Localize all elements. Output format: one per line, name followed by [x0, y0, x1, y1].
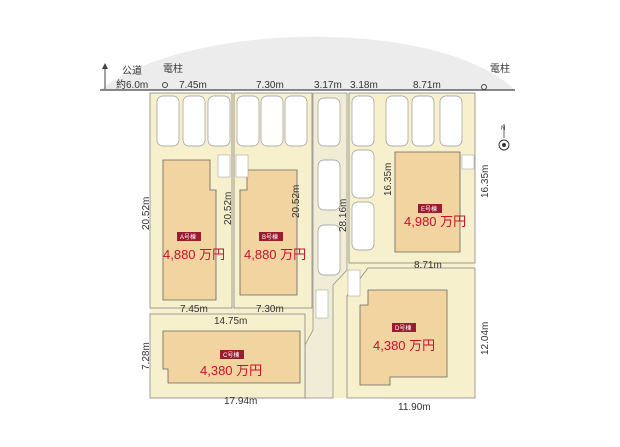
lot-tag-e — [418, 204, 442, 213]
road-width: 約6.0m — [116, 78, 148, 91]
parking-space — [182, 95, 206, 147]
dim-c-top: 14.75m — [214, 316, 247, 327]
lot-b-price: 4,880 万円 — [244, 247, 306, 262]
road-width-arrow-head — [102, 63, 108, 69]
lot-tag-d-text: D号棟 — [395, 324, 411, 332]
parking-space — [284, 95, 308, 147]
dim-e-bottom: 8.71m — [414, 260, 442, 271]
lot-a-price: 4,880 万円 — [163, 247, 225, 262]
parking-space — [351, 201, 375, 251]
pole-label-left: 電柱 — [163, 62, 183, 75]
parking-space — [207, 95, 231, 147]
dim-b-top: 7.30m — [256, 80, 284, 91]
lot-d-price: 4,380 万円 — [373, 338, 435, 353]
pole-icon — [162, 82, 168, 88]
lot-tag-c — [220, 350, 244, 359]
steps — [315, 289, 329, 319]
steps — [347, 269, 361, 297]
steps — [461, 154, 475, 170]
pole-icon — [481, 84, 487, 90]
parking-space — [317, 159, 341, 211]
dim-e-left: 16.35m — [383, 163, 394, 196]
parking-space — [385, 95, 409, 147]
lot-tag-c-text: C号棟 — [223, 351, 239, 359]
parking-space — [439, 95, 463, 147]
lot-tag-d — [392, 323, 416, 332]
lot-c-price: 4,380 万円 — [200, 363, 262, 378]
lot-tag-a — [177, 232, 201, 241]
parking-space — [317, 224, 341, 276]
dim-a-bottom: 7.45m — [180, 304, 208, 315]
dim-e-top: 8.71m — [413, 80, 441, 91]
dim-b-bottom: 7.30m — [256, 304, 284, 315]
dim-a-left: 20.52m — [141, 197, 152, 230]
parking-space — [236, 95, 260, 147]
dim-a-top: 7.45m — [179, 80, 207, 91]
steps — [217, 154, 231, 178]
parking-space — [351, 95, 375, 147]
parking-space — [351, 149, 375, 199]
dim-path-top: 3.17m — [314, 80, 342, 91]
parking-space — [156, 95, 180, 147]
dim-d-right: 12.04m — [480, 322, 491, 355]
lot-tag-e-text: E号棟 — [421, 205, 437, 213]
road-name: 公道 — [122, 64, 142, 77]
dim-e-left-top: 3.18m — [350, 80, 378, 91]
lot-tag-b — [259, 232, 283, 241]
dim-e-right: 16.35m — [480, 165, 491, 198]
parking-space — [411, 95, 435, 147]
compass-north: N — [501, 126, 505, 132]
lot-e-price: 4,980 万円 — [404, 214, 466, 229]
dim-b-right: 20.52m — [291, 185, 302, 218]
lot-tag-b-text: B号棟 — [262, 233, 278, 241]
house-e — [394, 151, 461, 253]
steps — [235, 154, 249, 178]
pole-label-right: 電柱 — [490, 62, 510, 75]
dim-path-len: 28.16m — [338, 199, 349, 232]
dim-c-bottom: 17.94m — [224, 396, 257, 407]
parking-space — [260, 95, 284, 147]
compass-icon: N — [498, 124, 510, 151]
house-a — [162, 159, 217, 301]
lot-tag-a-text: A号棟 — [180, 233, 196, 241]
dim-d-bottom: 11.90m — [398, 402, 431, 413]
parking-space — [317, 97, 341, 147]
dim-c-left: 7.28m — [141, 342, 152, 370]
dim-a-right: 20.52m — [223, 192, 234, 225]
house-d — [359, 289, 448, 386]
road-area — [100, 36, 515, 90]
